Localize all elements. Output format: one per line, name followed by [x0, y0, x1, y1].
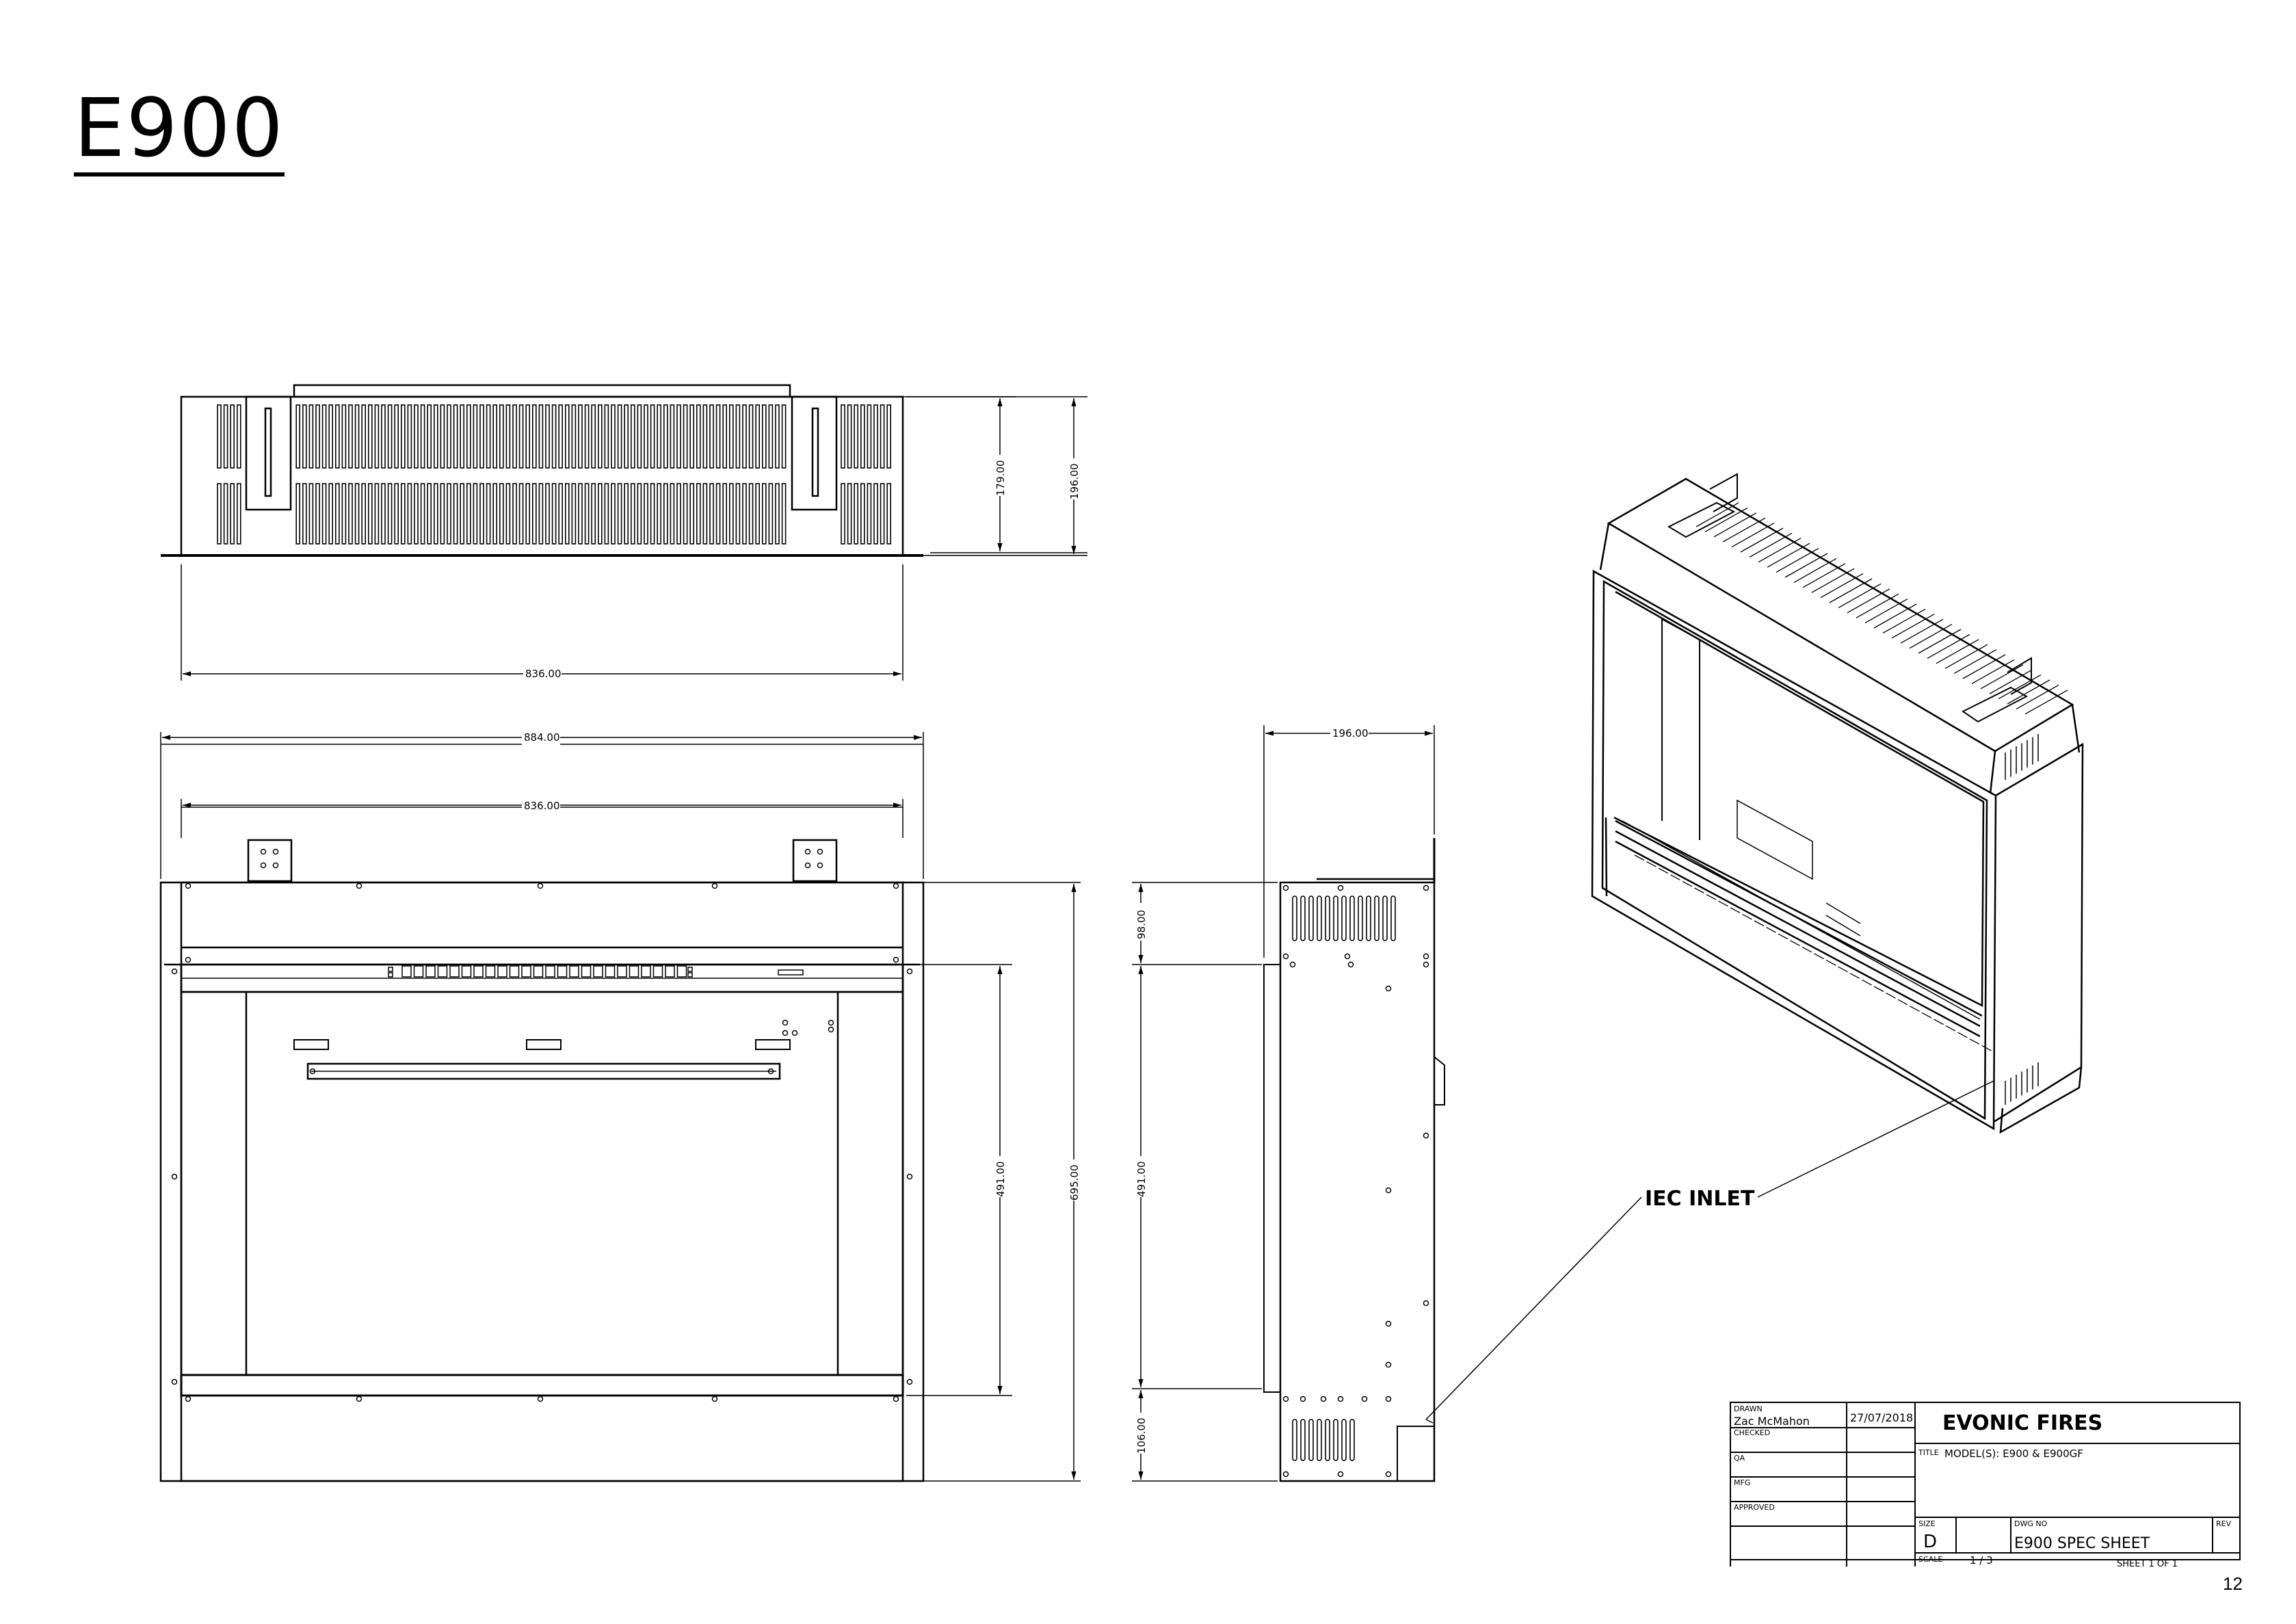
tb-title-label: TITLE: [1918, 1448, 1939, 1457]
top-view-body: [180, 395, 904, 557]
dim-top-inner-height: 179.00: [994, 460, 1007, 497]
dim-front-inner-width: 836.00: [524, 800, 560, 812]
side-view-dimensions: [1132, 725, 1435, 1482]
dim-front-total-height: 695.00: [1068, 1165, 1081, 1201]
tb-dwg-no-label: DWG NO: [2014, 1519, 2048, 1528]
isometric-view: [1591, 473, 2084, 1134]
tb-scale-value: 1 / 3: [1970, 1554, 1993, 1567]
dim-side-bottom-offset: 106.00: [1135, 1418, 1148, 1454]
dim-top-outer-height: 196.00: [1068, 464, 1081, 500]
tb-drawn-date: 27/07/2018: [1850, 1411, 1913, 1424]
dim-front-opening-height: 491.00: [994, 1162, 1007, 1198]
iso-front-frame: [1591, 569, 1997, 1131]
top-view-rear-plate: [293, 384, 791, 398]
iec-inlet-callout: [1425, 1080, 1994, 1424]
tb-mfg-label: MFG: [1734, 1478, 1750, 1487]
tb-scale-label: SCALE: [1918, 1555, 1942, 1564]
top-view: [161, 384, 923, 557]
tb-size-label: SIZE: [1918, 1519, 1936, 1528]
tb-drawn-label: DRAWN: [1734, 1404, 1763, 1413]
side-body: [1279, 881, 1436, 1482]
tb-checked-label: CHECKED: [1734, 1428, 1770, 1437]
top-view-vent-slots: [217, 404, 891, 545]
tb-approved-label: APPROVED: [1734, 1503, 1775, 1512]
dim-side-opening-height: 491.00: [1135, 1162, 1148, 1198]
dim-side-depth: 196.00: [1332, 727, 1369, 739]
front-outer-frame: [159, 881, 925, 1482]
side-vent-slots: [1292, 895, 1396, 1461]
title-block: [1730, 1402, 2241, 1567]
iso-right-side: [1993, 742, 2084, 1123]
sheet-title: E900: [74, 81, 285, 176]
tb-drawn-by: Zac McMahon: [1734, 1415, 1810, 1428]
top-view-right-bracket: [791, 395, 838, 511]
dim-front-outer-width: 884.00: [524, 731, 560, 744]
front-body: [180, 881, 904, 1482]
front-view: [159, 744, 925, 1482]
tb-size-value: D: [1923, 1532, 1937, 1552]
front-led-strip: [388, 965, 693, 978]
front-right-bracket: [792, 839, 838, 882]
tb-title-value: MODEL(S): E900 & E900GF: [1944, 1448, 2083, 1460]
page-number: 12: [2223, 1573, 2243, 1594]
top-view-left-bracket: [245, 395, 292, 511]
front-flame-bar: [306, 1062, 781, 1080]
iec-inlet-label: IEC INLET: [1645, 1187, 1755, 1211]
front-view-dimensions: [160, 732, 1081, 1482]
iso-top-face: [1607, 477, 2074, 752]
tb-sheet-label: SHEET 1 OF 1: [2117, 1559, 2178, 1569]
dim-top-width: 836.00: [525, 668, 562, 680]
tb-company: EVONIC FIRES: [1942, 1411, 2102, 1435]
dim-side-top-offset: 98.00: [1135, 910, 1148, 939]
tb-rev-label: REV: [2216, 1519, 2232, 1528]
front-left-bracket: [247, 839, 293, 882]
side-view: [1263, 838, 1445, 1482]
tb-qa-label: QA: [1734, 1454, 1745, 1463]
tb-dwg-no-value: E900 SPEC SHEET: [2014, 1535, 2150, 1552]
